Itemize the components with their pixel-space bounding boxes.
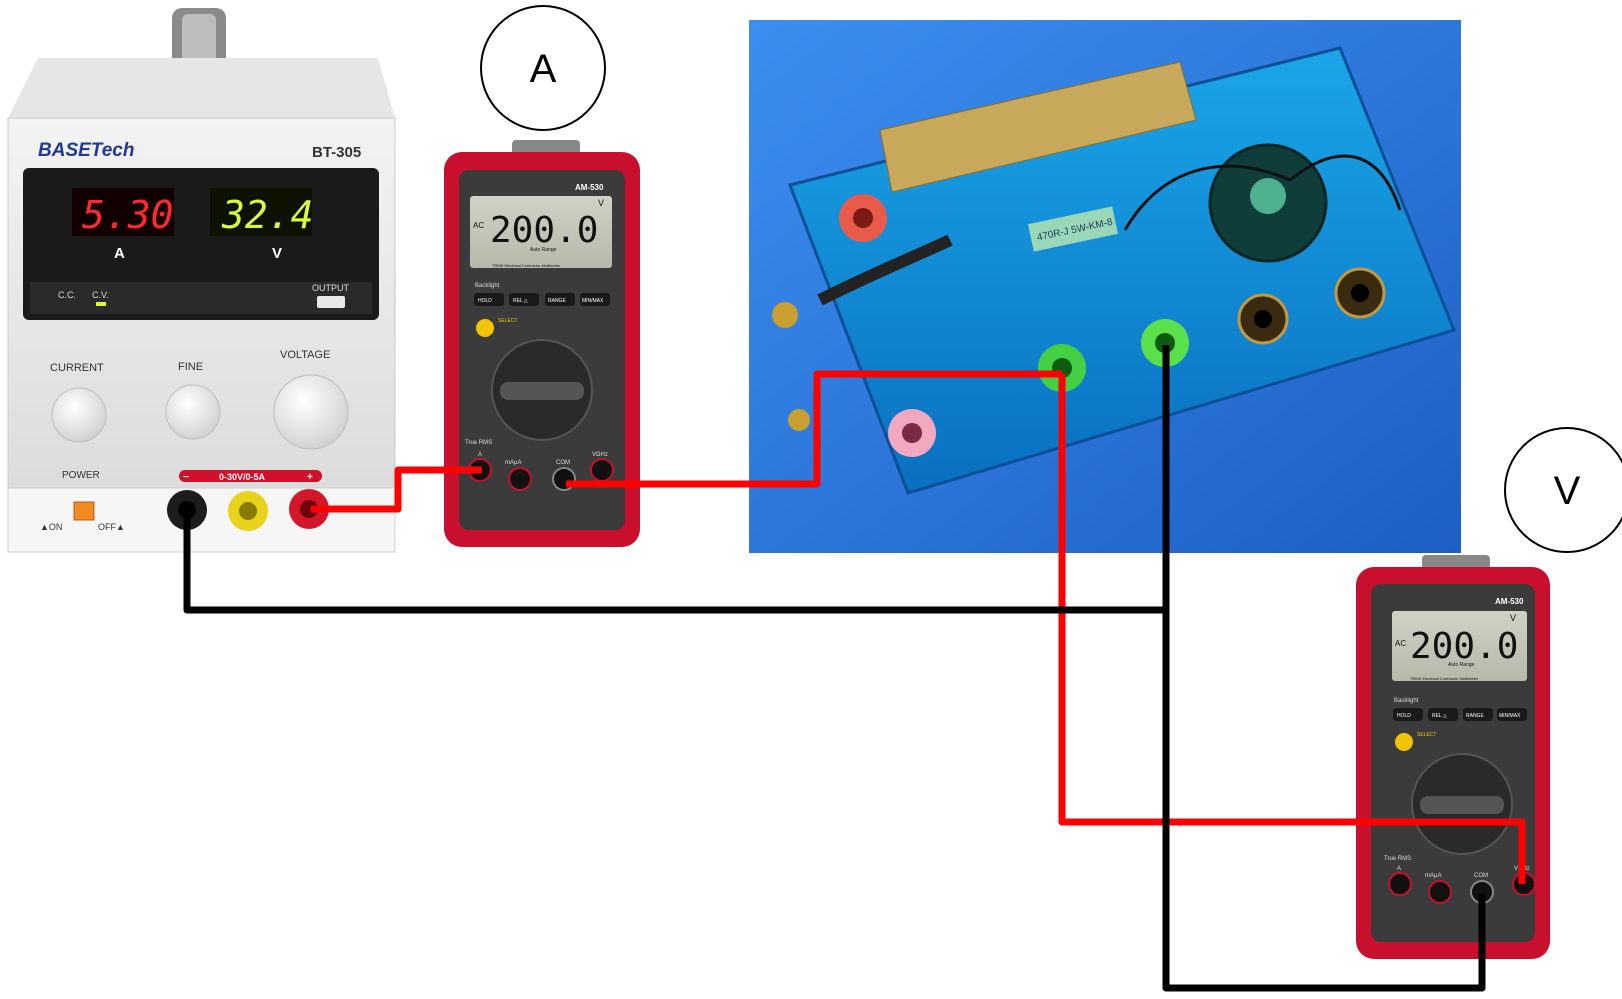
voltmeter: V AM-530 AC V 200.0 Auto Range TRMS Elec… — [1356, 427, 1622, 959]
psu-cv-label: C.V. — [92, 290, 109, 300]
output-button[interactable] — [317, 296, 345, 308]
ammeter-minmax-label: MIN/MAX — [582, 298, 604, 304]
ammeter-rel-label: REL △ — [513, 298, 528, 304]
ammeter-lcd — [470, 196, 612, 268]
terminal-range-bar — [179, 470, 322, 482]
power-on-label: ▲ON — [40, 522, 62, 532]
power-off-label: OFF▲ — [98, 522, 125, 532]
ammeter-rel-button[interactable] — [509, 293, 539, 306]
psu-brand: BASETech — [38, 140, 134, 161]
cv-indicator-led — [96, 302, 106, 306]
wire-box-to-voltmeter-com — [1162, 610, 1486, 992]
resistor — [1028, 206, 1118, 252]
power-switch[interactable] — [73, 501, 95, 521]
knob-current-label: CURRENT — [50, 362, 104, 374]
wire-box-to-voltmeter-v — [1058, 374, 1526, 884]
ammeter-jack-ma[interactable] — [508, 467, 532, 491]
wires — [183, 345, 1526, 992]
psu-current-unit: A — [114, 245, 125, 262]
ammeter-minmax-button[interactable] — [580, 293, 610, 306]
psu-voltage-readout: 32.4 — [221, 193, 314, 237]
wire-psu-negative-to-box — [183, 345, 1170, 614]
psu-cc-label: C.C. — [58, 290, 76, 300]
voltmeter-unit: V — [1510, 613, 1516, 623]
ammeter-range-button[interactable] — [545, 293, 575, 306]
ammeter-jack-v-label: VΩHz — [592, 452, 608, 458]
wire-ammeter-com-to-box — [566, 370, 1062, 488]
ammeter-reading: 200.0 — [490, 210, 598, 251]
ammeter-jack-a-label: A — [478, 452, 482, 458]
ammeter-true-rms: True RMS — [465, 440, 492, 446]
power-label: POWER — [62, 470, 100, 481]
ammeter: A AM-530 AC V 200.0 Auto Range TRMS Elec… — [444, 5, 640, 547]
voltmeter-symbol — [1504, 427, 1622, 553]
voltmeter-minmax-label: MIN/MAX — [1499, 713, 1521, 719]
component-box: 470R-J 5W-KM-8 — [749, 20, 1461, 553]
voltmeter-select-label: SELECT — [1417, 732, 1436, 738]
voltmeter-hold-button[interactable] — [1393, 708, 1423, 721]
ammeter-unit: V — [598, 198, 604, 208]
voltmeter-range-button[interactable] — [1463, 708, 1493, 721]
voltmeter-jack-a[interactable] — [1388, 872, 1412, 896]
ammeter-backlight: Backlight — [475, 283, 500, 289]
voltmeter-backlight: Backlight — [1394, 698, 1419, 704]
ammeter-symbol-label: A — [530, 47, 557, 91]
voltmeter-rel-label: REL △ — [1432, 713, 1447, 719]
wire-psu-positive-to-ammeter — [311, 466, 482, 513]
power-supply: BASETech BT-305 5.30 32.4 A V C.C. C.V. … — [7, 8, 396, 553]
voltmeter-rel-button[interactable] — [1428, 708, 1458, 721]
terminal-plus: + — [307, 472, 313, 483]
voltmeter-model: AM-530 — [1495, 597, 1524, 606]
voltmeter-select-button[interactable] — [1395, 733, 1413, 751]
ammeter-hold-label: HOLD — [478, 298, 492, 304]
voltmeter-mode: AC — [1395, 639, 1406, 648]
ammeter-symbol — [480, 5, 606, 131]
voltmeter-true-rms: True RMS — [1384, 856, 1411, 862]
voltage-knob[interactable] — [273, 374, 349, 450]
voltmeter-jack-com-label: COM — [1474, 873, 1488, 879]
ammeter-range-label: RANGE — [548, 298, 566, 304]
ammeter-model: AM-530 — [575, 183, 604, 192]
voltmeter-hold-label: HOLD — [1397, 713, 1411, 719]
voltmeter-minmax-button[interactable] — [1497, 708, 1527, 721]
voltmeter-auto-range: Auto Range — [1448, 662, 1475, 668]
ammeter-select-label: SELECT — [498, 318, 517, 324]
voltmeter-range-label: RANGE — [1466, 713, 1484, 719]
current-knob[interactable] — [51, 387, 107, 443]
psu-voltage-unit: V — [272, 245, 282, 262]
psu-current-readout: 5.30 — [82, 193, 174, 237]
ammeter-subtitle: TRMS Electrical Contractor Multimeter — [492, 263, 561, 268]
ammeter-select-button[interactable] — [476, 319, 494, 337]
ammeter-jack-com-label: COM — [556, 460, 570, 466]
terminal-range-label: 0-30V/0-5A — [219, 472, 266, 482]
terminal-minus: − — [183, 472, 189, 483]
ammeter-hold-button[interactable] — [474, 293, 504, 306]
voltmeter-jack-ma-label: mAµA — [1425, 873, 1441, 879]
psu-output-label: OUTPUT — [312, 283, 350, 293]
knob-voltage-label: VOLTAGE — [280, 349, 330, 361]
voltmeter-jack-ma[interactable] — [1428, 880, 1452, 904]
voltmeter-lcd — [1392, 611, 1527, 681]
voltmeter-reading: 200.0 — [1410, 626, 1518, 667]
knob-fine-label: FINE — [178, 361, 203, 373]
ammeter-jack-ma-label: mAµA — [505, 460, 521, 466]
ammeter-mode: AC — [473, 221, 484, 230]
voltmeter-jack-a-label: A — [1397, 866, 1401, 872]
voltmeter-symbol-label: V — [1554, 469, 1581, 513]
fine-knob[interactable] — [165, 384, 221, 440]
ammeter-jack-v[interactable] — [590, 458, 614, 482]
psu-model: BT-305 — [312, 144, 361, 161]
ammeter-auto-range: Auto Range — [530, 247, 557, 253]
voltmeter-subtitle: TRMS Electrical Contractor Multimeter — [1410, 676, 1479, 681]
